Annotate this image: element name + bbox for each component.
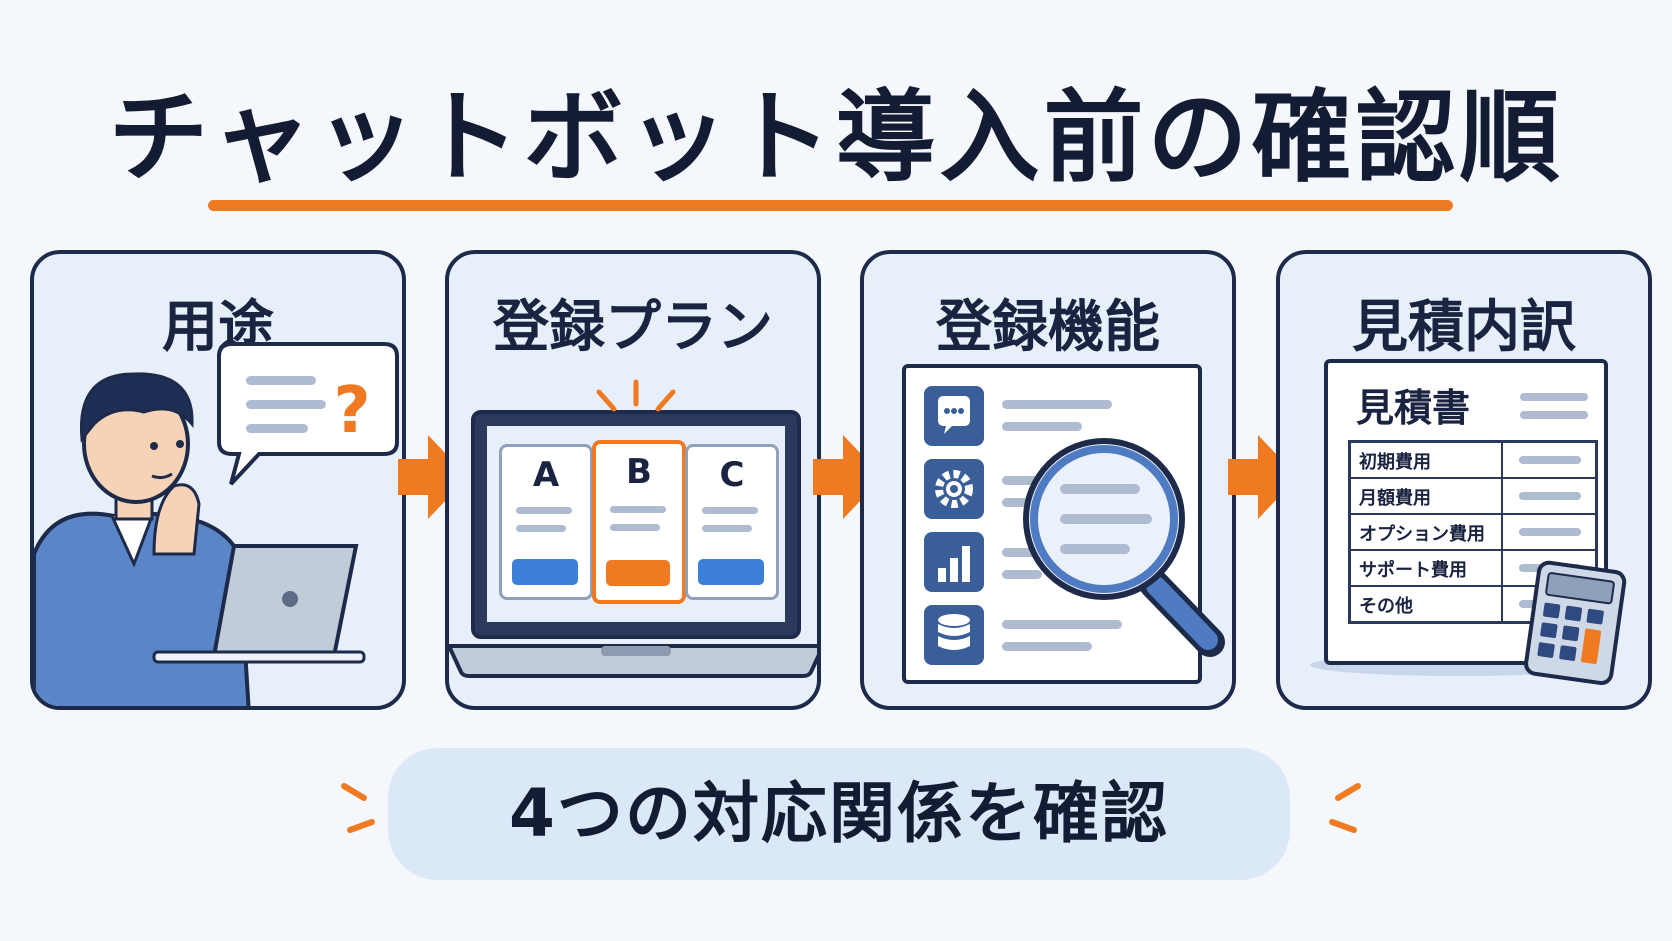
table-row: 初期費用 [1351, 443, 1595, 479]
plan-card-a-button[interactable] [512, 559, 578, 585]
calculator-icon [1524, 560, 1627, 686]
table-row: オプション費用 [1351, 515, 1595, 551]
features-illustration [902, 364, 1225, 684]
plan-card-b[interactable]: B [592, 440, 686, 604]
panel-features-title: 登録機能 [936, 295, 1160, 360]
accent-lines-left [336, 780, 382, 842]
page-title: チャットボット導入前の確認順 [108, 79, 1564, 196]
footer-text: 4つの対応関係を確認 [509, 775, 1169, 852]
gear-icon [924, 459, 984, 519]
footer-pill [388, 748, 1290, 880]
laptop-icon [152, 544, 366, 664]
bar-chart-icon [924, 532, 984, 592]
panel-plan-title: 登録プラン [493, 295, 773, 360]
plan-card-c-button[interactable] [698, 559, 764, 585]
table-row: 月額費用 [1351, 479, 1595, 515]
plan-card-a-label: A [532, 455, 560, 495]
plan-card-a[interactable]: A [499, 444, 593, 600]
panel-plan: 登録プラン A B C [445, 250, 821, 710]
database-icon [924, 605, 984, 665]
title-underline [208, 200, 1453, 211]
plan-card-b-button[interactable] [606, 560, 670, 586]
arrow-right-icon [813, 435, 883, 519]
highlight-spark [596, 379, 676, 412]
panel-estimate-title: 見積内訳 [1352, 295, 1576, 360]
arrow-right-icon [398, 435, 468, 519]
plan-card-c-label: C [719, 455, 745, 495]
panel-estimate: 見積内訳 見積書 初期費用 月額費用 オプション費用 サポート費用 その他 [1276, 250, 1652, 710]
plan-card-b-label: B [626, 452, 652, 492]
panel-features: 登録機能 [860, 250, 1236, 710]
estimate-document-title: 見積書 [1356, 386, 1471, 430]
magnifier-icon [1023, 438, 1225, 657]
question-mark: ? [333, 374, 370, 448]
chat-icon [924, 386, 984, 446]
arrow-right-icon [1228, 435, 1298, 519]
plan-card-c[interactable]: C [685, 444, 779, 600]
speech-bubble-icon [217, 342, 399, 486]
usage-illustration: ? [34, 342, 399, 706]
panel-usage: 用途 ? [30, 250, 406, 710]
accent-lines-right [1320, 780, 1366, 842]
